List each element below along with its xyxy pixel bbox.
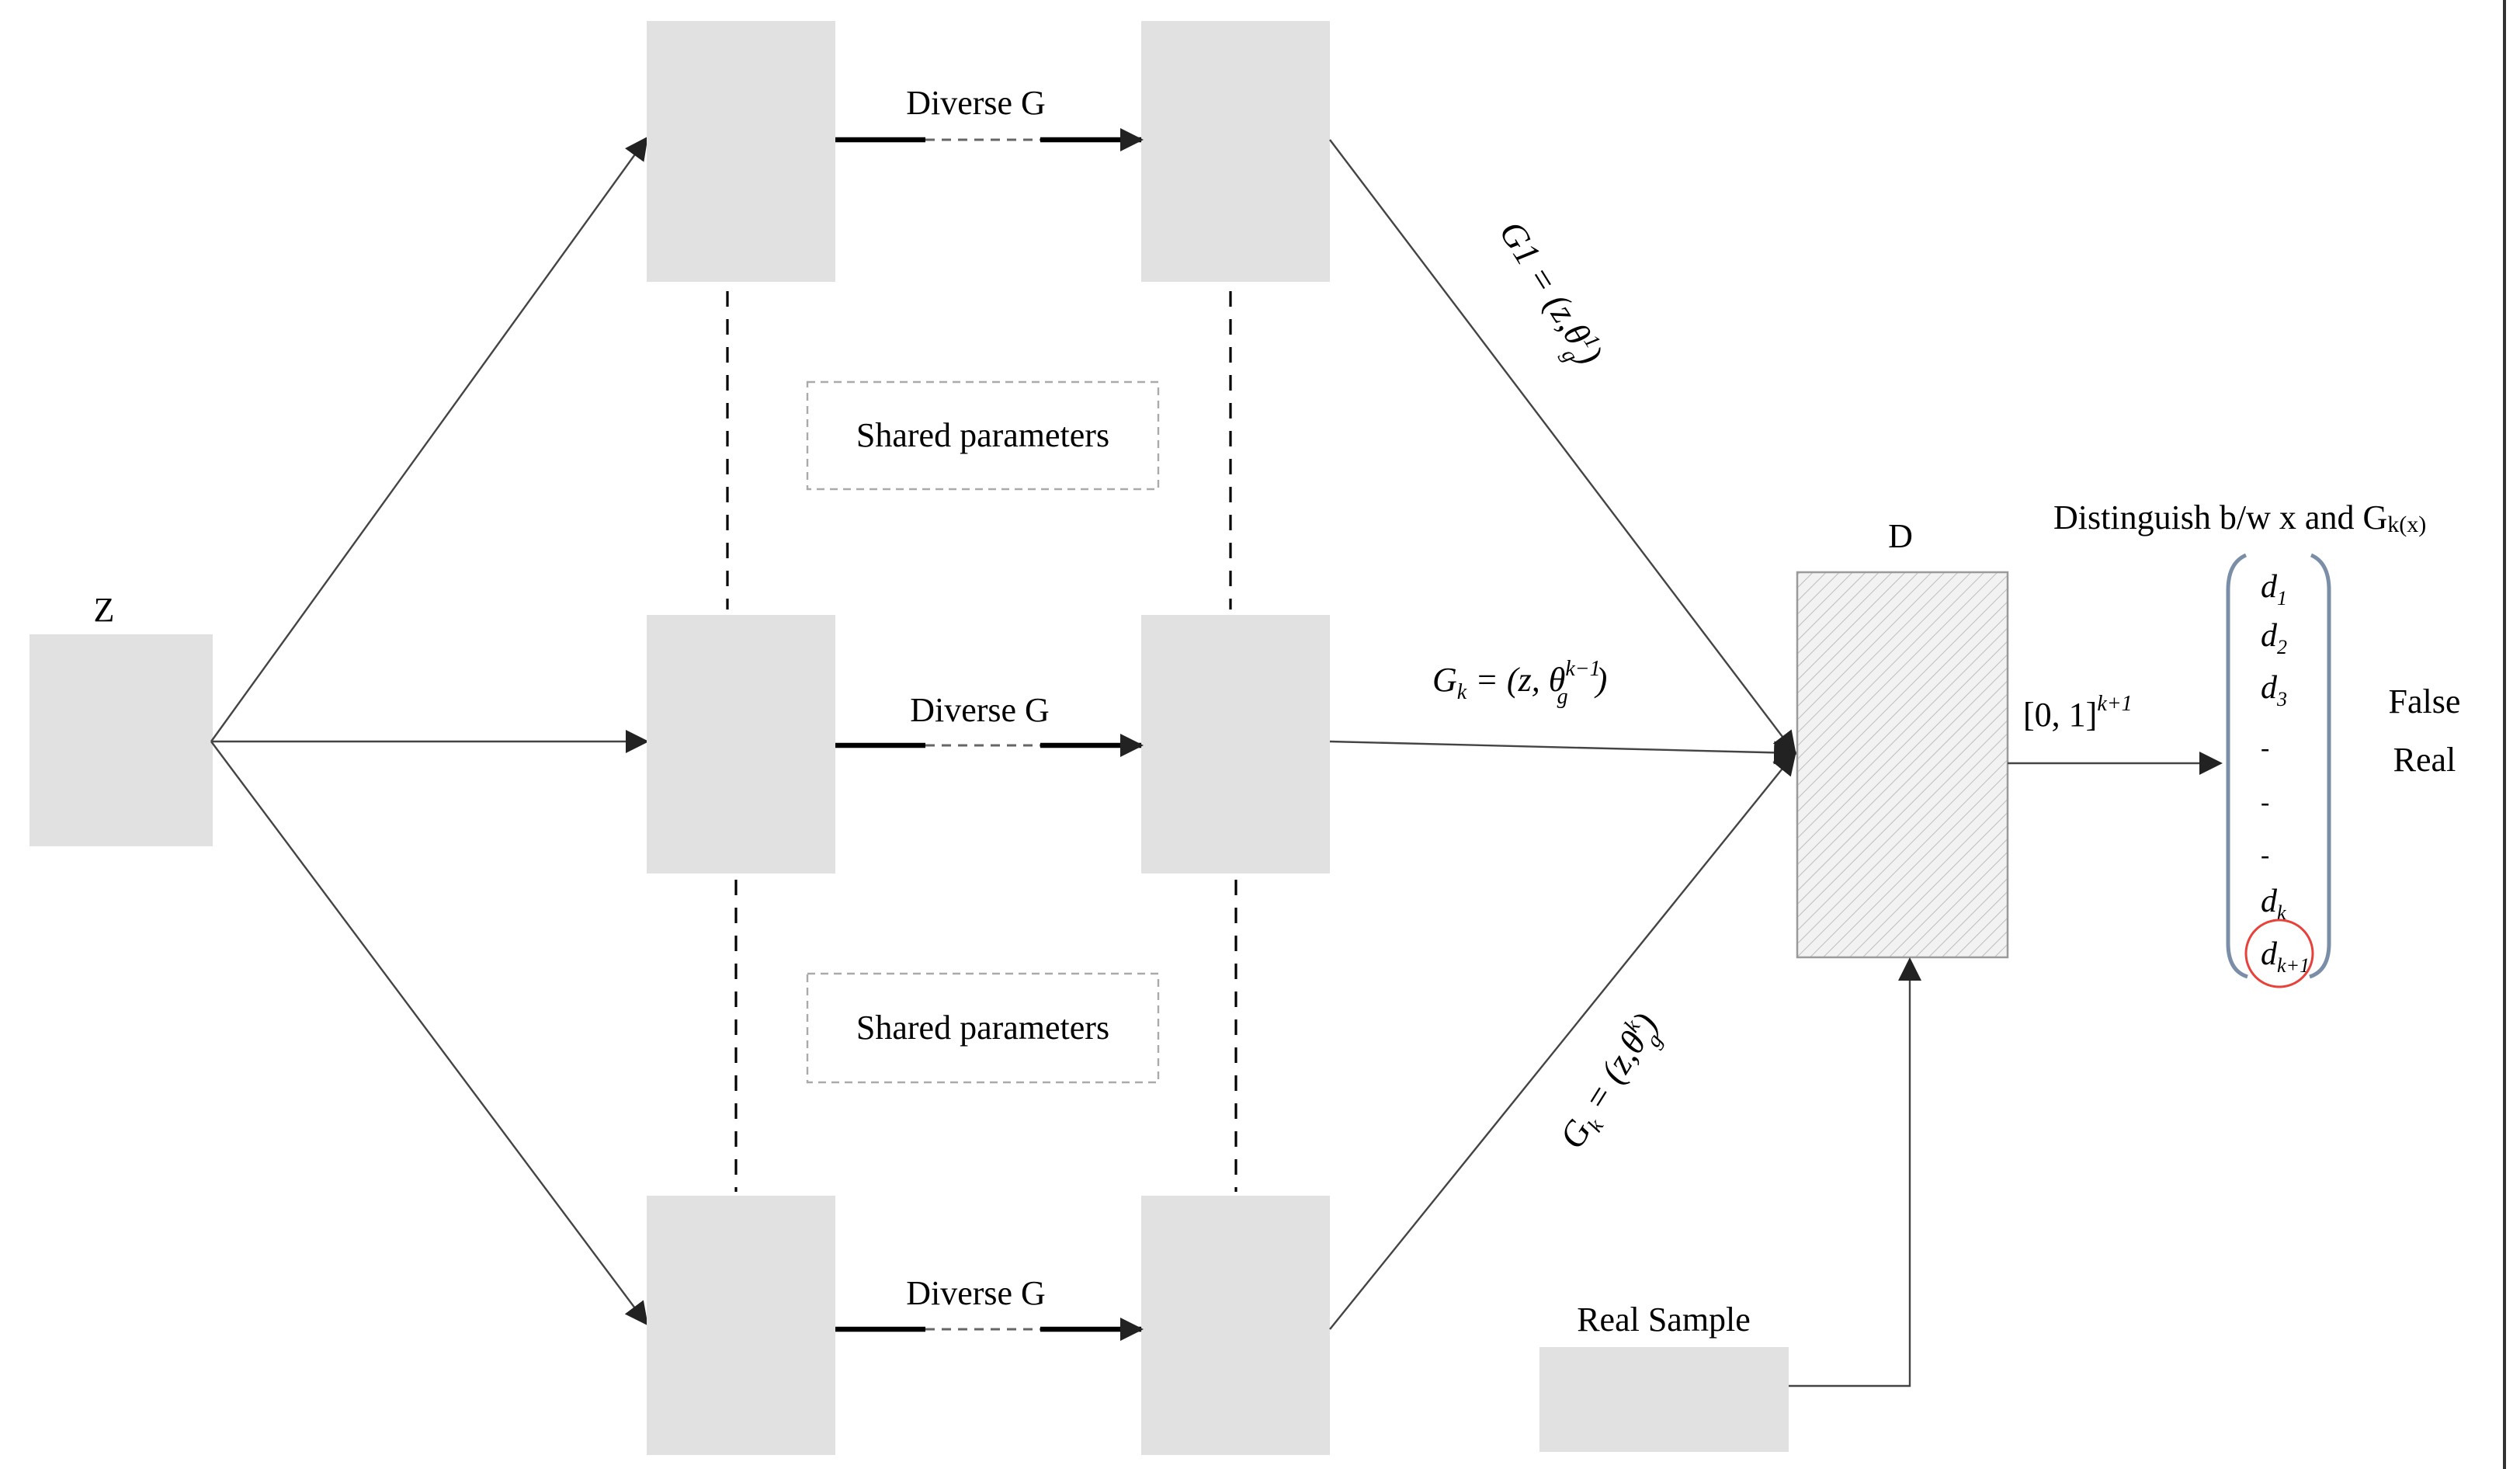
diverse-g-label-2: Diverse G (910, 691, 1050, 729)
generatorkb-input-block (647, 1196, 835, 1455)
z-to-gkb-arrow (210, 741, 648, 1326)
generatork-output-block (1141, 615, 1330, 873)
vector-item: - (2261, 788, 2269, 817)
z-label: Z (94, 591, 115, 629)
vector-item: - (2261, 734, 2269, 762)
gkb-to-d-arrow (1329, 751, 1796, 1330)
gkb-formula: Gk = (z,θkg) (1551, 1005, 1674, 1161)
gk-to-d-arrow (1329, 740, 1797, 765)
vector-item: dk+1 (2261, 936, 2310, 977)
real-sample-label: Real Sample (1577, 1301, 1751, 1339)
shared-parameters-label-top: Shared parameters (856, 416, 1109, 454)
generator1-output-block (1141, 21, 1330, 282)
svg-text:Gk = (z, θk−1g): Gk = (z, θk−1g) (1432, 657, 1607, 709)
output-vector: d1 d2 d3 - - - dk dk+1 (2226, 553, 2331, 988)
vector-item: - (2261, 841, 2269, 870)
generator1-input-block (647, 21, 835, 282)
discriminator-label: D (1888, 517, 1913, 555)
real-label: Real (2393, 741, 2456, 779)
generatork-input-block (647, 615, 835, 873)
z-input-box (30, 634, 213, 846)
false-label: False (2389, 682, 2461, 721)
vector-item: d3 (2261, 670, 2287, 710)
highlight-circle (2244, 919, 2314, 988)
discriminator-box (1796, 571, 2009, 959)
vector-item: d2 (2261, 618, 2287, 658)
g1-formula: G1 = (z,θ1g) (1484, 214, 1612, 377)
real-sample-to-d-arrow (1789, 957, 1921, 1387)
distinguish-label: Distinguish b/w x and Gk(x) (2053, 498, 2426, 537)
svg-text:G1 = (z,θ1g): G1 = (z,θ1g) (1484, 214, 1612, 377)
diverse-g-label-3: Diverse G (906, 1274, 1046, 1312)
svg-text:[0, 1]k+1: [0, 1]k+1 (2023, 692, 2133, 734)
generatorkb-output-block (1141, 1196, 1330, 1455)
shared-parameters-label-bottom: Shared parameters (856, 1009, 1109, 1047)
g1-to-d-arrow (1329, 139, 1796, 755)
vector-item: dk (2261, 884, 2286, 924)
real-sample-box (1539, 1347, 1789, 1452)
svg-text:Gk = (z,θkg): Gk = (z,θkg) (1551, 1005, 1674, 1161)
range-formula: [0, 1]k+1 (2023, 692, 2133, 734)
shared-parameters-box-bottom (806, 972, 1160, 1084)
diverse-g-label-1: Diverse G (906, 84, 1046, 122)
vector-item: d1 (2261, 569, 2287, 609)
shared-parameters-box-top (806, 380, 1160, 491)
z-to-g1-arrow (210, 136, 648, 742)
